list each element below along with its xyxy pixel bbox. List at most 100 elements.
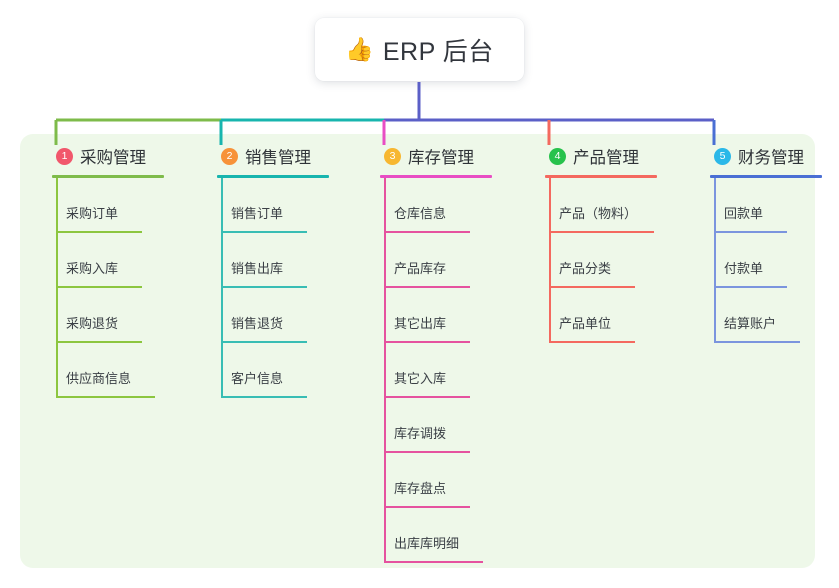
item-underline bbox=[549, 231, 654, 233]
column-items-5: 回款单付款单结算账户 bbox=[693, 178, 822, 343]
item-label: 其它出库 bbox=[394, 316, 447, 331]
item-connector-stem bbox=[56, 233, 58, 288]
list-item[interactable]: 客户信息 bbox=[200, 343, 329, 398]
list-item[interactable]: 出库库明细 bbox=[363, 508, 492, 563]
item-connector-stem bbox=[384, 508, 386, 563]
column-items-1: 采购订单采购入库采购退货供应商信息 bbox=[35, 178, 164, 398]
item-underline bbox=[221, 341, 307, 343]
column-badge-icon-5: 5 bbox=[714, 147, 731, 165]
item-label: 采购入库 bbox=[66, 261, 119, 276]
column-badge-icon-4: 4 bbox=[549, 147, 566, 165]
list-item[interactable]: 其它出库 bbox=[363, 288, 492, 343]
item-label: 产品（物料） bbox=[559, 206, 638, 221]
item-connector-stem bbox=[56, 178, 58, 233]
item-connector-stem bbox=[714, 288, 716, 343]
item-connector-stem bbox=[221, 288, 223, 343]
list-item[interactable]: 销售订单 bbox=[200, 178, 329, 233]
column-rule-3 bbox=[380, 175, 492, 178]
item-underline bbox=[714, 286, 787, 288]
column-items-3: 仓库信息产品库存其它出库其它入库库存调拨库存盘点出库库明细 bbox=[363, 178, 492, 563]
column-rule-5 bbox=[710, 175, 822, 178]
item-label: 产品单位 bbox=[559, 316, 612, 331]
list-item[interactable]: 付款单 bbox=[693, 233, 822, 288]
list-item[interactable]: 供应商信息 bbox=[35, 343, 164, 398]
column-rule-1 bbox=[52, 175, 164, 178]
item-underline bbox=[384, 451, 470, 453]
list-item[interactable]: 产品单位 bbox=[528, 288, 657, 343]
list-item[interactable]: 产品库存 bbox=[363, 233, 492, 288]
item-label: 销售退货 bbox=[231, 316, 284, 331]
diagram-panel bbox=[20, 134, 815, 568]
item-connector-stem bbox=[384, 398, 386, 453]
item-label: 采购订单 bbox=[66, 206, 119, 221]
item-underline bbox=[56, 396, 155, 398]
item-label: 付款单 bbox=[724, 261, 764, 276]
item-label: 采购退货 bbox=[66, 316, 119, 331]
column-4: 4 产品管理产品（物料） 产品分类产品单位 bbox=[528, 143, 657, 343]
column-header-5[interactable]: 5 财务管理 bbox=[693, 143, 822, 169]
column-title-3: 库存管理 bbox=[408, 149, 474, 167]
item-connector-stem bbox=[384, 343, 386, 398]
list-item[interactable]: 销售出库 bbox=[200, 233, 329, 288]
item-underline bbox=[384, 561, 483, 563]
item-underline bbox=[384, 286, 470, 288]
item-label: 其它入库 bbox=[394, 371, 447, 386]
list-item[interactable]: 销售退货 bbox=[200, 288, 329, 343]
item-underline bbox=[714, 341, 800, 343]
item-label: 结算账户 bbox=[724, 316, 777, 331]
item-underline bbox=[56, 286, 142, 288]
item-connector-stem bbox=[549, 233, 551, 288]
root-title-card[interactable]: 👍 ERP 后台 bbox=[315, 18, 524, 81]
item-label: 供应商信息 bbox=[66, 371, 132, 386]
item-label: 销售出库 bbox=[231, 261, 284, 276]
column-rule-4 bbox=[545, 175, 657, 178]
item-connector-stem bbox=[56, 343, 58, 398]
column-title-5: 财务管理 bbox=[738, 149, 804, 167]
item-label: 客户信息 bbox=[231, 371, 284, 386]
list-item[interactable]: 采购入库 bbox=[35, 233, 164, 288]
column-5: 5 财务管理回款单付款单结算账户 bbox=[693, 143, 822, 343]
item-underline bbox=[384, 506, 470, 508]
item-label: 产品库存 bbox=[394, 261, 447, 276]
item-label: 销售订单 bbox=[231, 206, 284, 221]
item-label: 回款单 bbox=[724, 206, 764, 221]
item-label: 出库库明细 bbox=[394, 536, 460, 551]
list-item[interactable]: 库存盘点 bbox=[363, 453, 492, 508]
item-label: 产品分类 bbox=[559, 261, 612, 276]
list-item[interactable]: 其它入库 bbox=[363, 343, 492, 398]
list-item[interactable]: 产品（物料） bbox=[528, 178, 657, 233]
item-underline bbox=[549, 341, 635, 343]
item-underline bbox=[221, 231, 307, 233]
item-underline bbox=[384, 341, 470, 343]
item-connector-stem bbox=[221, 233, 223, 288]
list-item[interactable]: 采购订单 bbox=[35, 178, 164, 233]
column-header-4[interactable]: 4 产品管理 bbox=[528, 143, 657, 169]
item-connector-stem bbox=[549, 288, 551, 343]
column-items-4: 产品（物料） 产品分类产品单位 bbox=[528, 178, 657, 343]
item-label: 库存调拨 bbox=[394, 426, 447, 441]
page-title: ERP 后台 bbox=[382, 37, 494, 66]
list-item[interactable]: 采购退货 bbox=[35, 288, 164, 343]
item-connector-stem bbox=[384, 288, 386, 343]
list-item[interactable]: 结算账户 bbox=[693, 288, 822, 343]
column-title-4: 产品管理 bbox=[573, 149, 639, 167]
item-underline bbox=[549, 286, 635, 288]
list-item[interactable]: 回款单 bbox=[693, 178, 822, 233]
item-underline bbox=[221, 286, 307, 288]
list-item[interactable]: 库存调拨 bbox=[363, 398, 492, 453]
list-item[interactable]: 产品分类 bbox=[528, 233, 657, 288]
column-rule-2 bbox=[217, 175, 329, 178]
column-title-1: 采购管理 bbox=[80, 149, 146, 167]
item-connector-stem bbox=[714, 178, 716, 233]
item-connector-stem bbox=[384, 233, 386, 288]
list-item[interactable]: 仓库信息 bbox=[363, 178, 492, 233]
item-underline bbox=[714, 231, 787, 233]
item-label: 仓库信息 bbox=[394, 206, 447, 221]
